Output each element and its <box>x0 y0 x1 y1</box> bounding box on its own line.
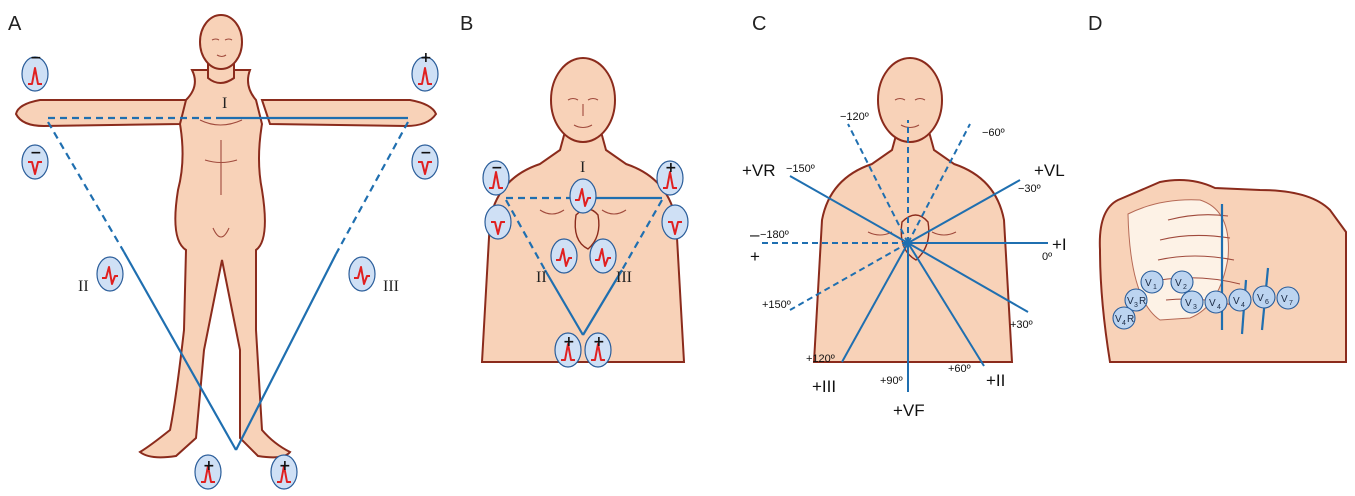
svg-text:4: 4 <box>1122 320 1126 327</box>
precordial-electrode-v6: V 6 <box>1252 285 1276 309</box>
svg-text:7: 7 <box>1289 300 1293 307</box>
panel-b: B I II III − + + + <box>460 13 689 368</box>
precordial-electrode-v5: V 4 <box>1228 288 1252 312</box>
panel-b-electrode-sign: + <box>665 160 677 176</box>
panel-a-body <box>14 14 438 459</box>
panel-b-lead-i-complex <box>569 178 597 214</box>
axis-avl-negative <box>789 242 909 311</box>
degree-minus-60: −60º <box>982 127 1005 139</box>
svg-text:4: 4 <box>1217 304 1221 311</box>
lead-i-minus-sign: – <box>750 225 760 244</box>
panel-b-electrode-la-lead-iii <box>661 204 689 240</box>
panel-c: C +VR +VL +I +III +II +VF <box>742 13 1067 420</box>
panel-b-lead-ii-complex <box>550 238 578 274</box>
panel-a-electrode-sign: − <box>30 145 42 161</box>
degree-minus-120: −120º <box>840 111 869 123</box>
degree-zero: 0º <box>1042 251 1052 263</box>
panel-a-lead-ii-label: II <box>78 278 89 295</box>
precordial-electrode-v4: V 4 <box>1204 290 1228 314</box>
panel-b-letter: B <box>460 13 473 35</box>
precordial-electrode-v1: V 1 <box>1140 270 1164 294</box>
panel-b-lead-iii-complex <box>589 238 617 274</box>
axis-lead-ii-positive <box>907 242 985 367</box>
panel-d: D V 1 V 2 V 3 R V 3 <box>1088 13 1347 363</box>
panel-c-letter: C <box>752 13 766 35</box>
panel-a-electrode-sign: + <box>279 458 291 474</box>
axis-lead-iii-positive <box>841 242 909 363</box>
axis-lead-ii-negative <box>847 123 909 244</box>
degree-minus-150: −150º <box>786 163 815 175</box>
precordial-electrode-v3r: V 3 R <box>1124 288 1148 312</box>
svg-text:V: V <box>1257 293 1264 304</box>
degree-plus-60: +60º <box>948 363 971 375</box>
degree-plus-90: +90º <box>880 375 903 387</box>
svg-text:V: V <box>1145 278 1152 289</box>
axis-label-vf: +VF <box>893 401 925 420</box>
svg-text:R: R <box>1127 314 1134 325</box>
degree-plus-150: +150º <box>762 299 791 311</box>
svg-text:V: V <box>1185 298 1192 309</box>
axis-label-ii: +II <box>986 371 1005 390</box>
panel-b-electrode-sign: − <box>491 160 503 176</box>
axis-avr-positive <box>789 175 909 244</box>
svg-text:4: 4 <box>1241 302 1245 309</box>
lead-i-plus-sign: + <box>750 247 760 266</box>
svg-text:3: 3 <box>1193 304 1197 311</box>
axis-label-vl: +VL <box>1034 161 1065 180</box>
panel-a-lead-i-label: I <box>222 95 227 112</box>
svg-text:R: R <box>1139 296 1146 307</box>
panel-d-chest <box>1098 179 1347 363</box>
axis-label-iii: +III <box>812 377 836 396</box>
degree-minus-30: −30º <box>1018 183 1041 195</box>
panel-b-lead-ii-label: II <box>536 269 547 286</box>
svg-text:V: V <box>1127 296 1134 307</box>
precordial-electrode-v3: V 3 <box>1180 290 1204 314</box>
axis-label-vr: +VR <box>742 161 776 180</box>
precordial-electrode-v4r: V 4 R <box>1112 306 1136 330</box>
panel-a-lead-iii-complex <box>348 256 376 292</box>
precordial-electrode-v2: V 2 <box>1170 270 1194 294</box>
panel-a-electrode-sign: + <box>420 50 432 66</box>
panel-a: A I II III − + − <box>8 13 439 490</box>
degree-plus-120: +120º <box>806 353 835 365</box>
panel-a-letter: A <box>8 13 22 35</box>
panel-b-lead-iii-label: III <box>616 269 632 286</box>
svg-text:V: V <box>1115 314 1122 325</box>
panel-a-lead-iii-label: III <box>383 278 399 295</box>
svg-text:1: 1 <box>1153 284 1157 291</box>
panel-a-electrode-sign: − <box>30 50 42 66</box>
panel-a-electrode-sign: − <box>420 145 432 161</box>
svg-text:6: 6 <box>1265 299 1269 306</box>
degree-plus-30: +30º <box>1010 319 1033 331</box>
panel-a-lead-ii-complex <box>96 256 124 292</box>
precordial-electrode-v7: V 7 <box>1276 286 1300 310</box>
panel-b-electrode-sign: + <box>593 334 605 350</box>
svg-text:V: V <box>1281 294 1288 305</box>
degree-minus-180: −180º <box>760 229 789 241</box>
panel-b-electrode-sign: + <box>563 334 575 350</box>
axis-avr-negative-30 <box>907 242 1029 313</box>
svg-text:V: V <box>1175 278 1182 289</box>
svg-text:V: V <box>1233 296 1240 307</box>
panel-c-body <box>812 57 1014 363</box>
axis-label-i: +I <box>1052 235 1067 254</box>
panel-b-body <box>480 57 686 363</box>
axis-lead-iii-negative <box>907 123 971 244</box>
axis-avl-positive <box>907 179 1021 244</box>
svg-text:V: V <box>1209 298 1216 309</box>
svg-text:3: 3 <box>1134 302 1138 309</box>
panel-b-electrode-ra-lead-ii <box>484 204 512 240</box>
svg-text:2: 2 <box>1183 284 1187 291</box>
panel-b-lead-i-label: I <box>580 159 585 176</box>
hexaxial-system <box>760 120 1048 392</box>
panel-a-electrode-sign: + <box>203 458 215 474</box>
panel-d-letter: D <box>1088 13 1102 35</box>
